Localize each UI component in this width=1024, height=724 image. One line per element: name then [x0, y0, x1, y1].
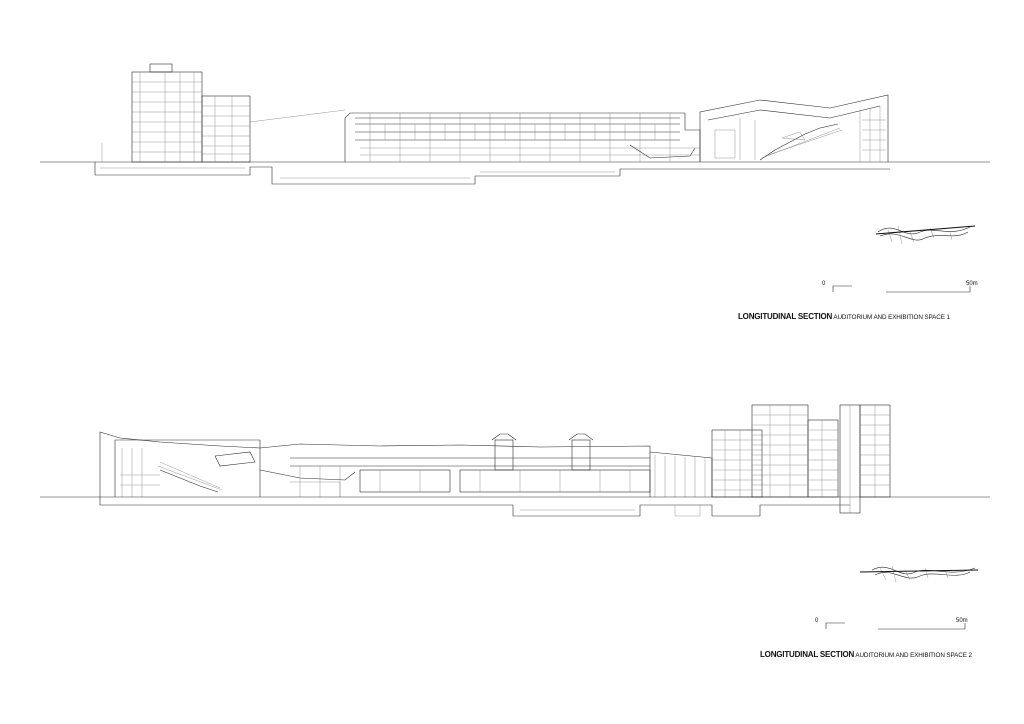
section-1-auditorium: [699, 94, 889, 162]
section-1-scale-start: 0: [822, 281, 826, 287]
section-2-tower: [711, 404, 891, 514]
section-2-title-sub: AUDITORIUM AND EXHIBITION SPACE 2: [854, 652, 972, 659]
section-2-exhibition-hall: [259, 433, 651, 497]
section-1-tower: [101, 63, 346, 163]
section-1-title-main: LONGITUDINAL SECTION: [738, 312, 833, 321]
section-1-key-plan: [875, 225, 976, 245]
section-1-basement: [94, 162, 890, 185]
section-1-exhibition-hall: [344, 112, 701, 162]
section-2-drawing: [40, 404, 990, 517]
section-1-title: LONGITUDINAL SECTION AUDITORIUM AND EXHI…: [738, 307, 950, 323]
section-2-title-main: LONGITUDINAL SECTION: [760, 650, 855, 659]
section-2-auditorium: [99, 431, 261, 497]
section-2-key-plan: [859, 565, 979, 583]
section-2-connector: [649, 451, 713, 497]
section-1-drawing: [40, 63, 990, 185]
section-1-title-sub: AUDITORIUM AND EXHIBITION SPACE 1: [832, 314, 950, 321]
section-2-scale-bar: 0 50m: [815, 618, 968, 630]
section-2-scale-end: 50m: [956, 618, 968, 624]
section-1-scale-end: 50m: [966, 281, 978, 287]
section-2-title: LONGITUDINAL SECTION AUDITORIUM AND EXHI…: [760, 645, 972, 661]
section-1-scale-bar: 0 50m: [822, 281, 978, 293]
section-2-scale-start: 0: [815, 618, 819, 624]
